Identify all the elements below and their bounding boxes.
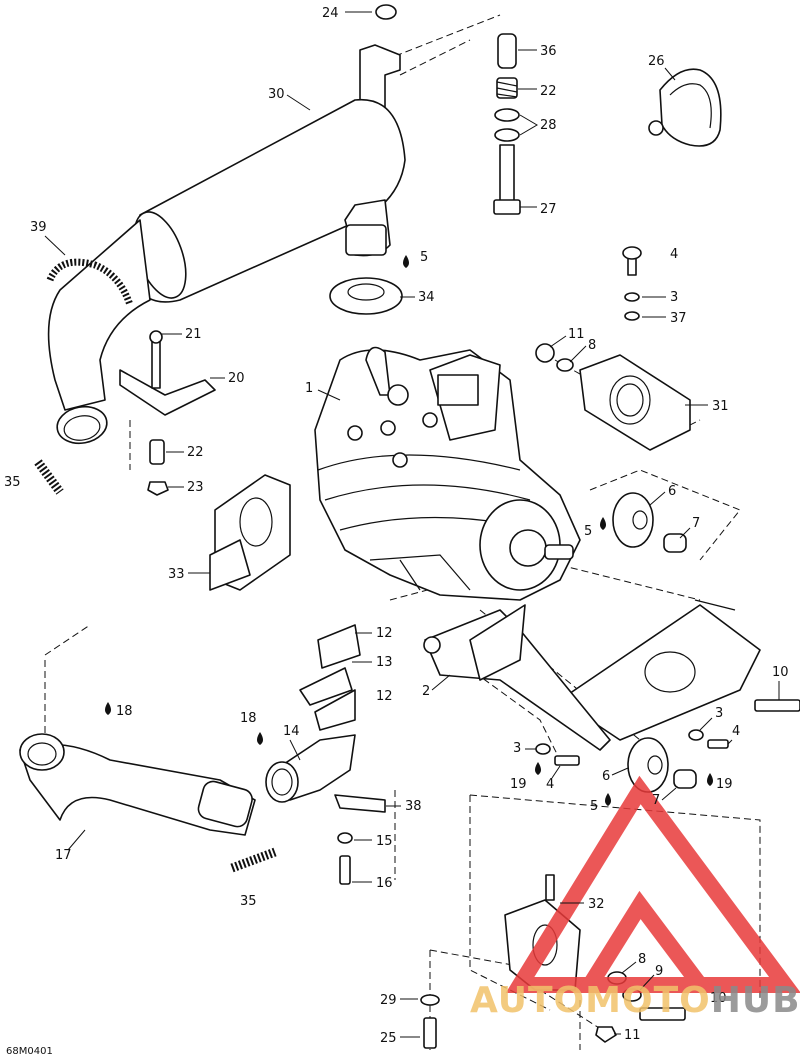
bracket-20 (119, 330, 216, 496)
callout-21: 21 (185, 327, 202, 342)
callout-14: 14 (283, 724, 300, 739)
callout-11-top: 11 (568, 327, 585, 342)
spring-39 (46, 258, 134, 307)
callout-22: 22 (540, 84, 557, 99)
callout-2: 2 (422, 684, 430, 699)
watermark-text: AUTOMOTOHUB (470, 980, 800, 1021)
callout-12-b: 12 (376, 689, 393, 704)
callout-28: 28 (540, 118, 557, 133)
bracket-38 (334, 794, 386, 885)
callout-32: 32 (588, 897, 605, 912)
callout-23: 23 (187, 480, 204, 495)
callout-16: 16 (376, 876, 393, 891)
lower-mount-hardware (535, 699, 800, 766)
callout-39: 39 (30, 220, 47, 235)
callout-29: 29 (380, 993, 397, 1008)
callout-4-top: 4 (670, 247, 678, 262)
callout-3-left: 3 (513, 741, 521, 756)
drawing-code: 68M0401 (6, 1046, 53, 1057)
callout-19-right: 19 (716, 777, 733, 792)
callout-3-right: 3 (715, 706, 723, 721)
callout-6-lower: 6 (602, 769, 610, 784)
callout-3-top: 3 (670, 290, 678, 305)
callout-20: 20 (228, 371, 245, 386)
callout-8-bottom: 8 (638, 952, 646, 967)
callout-22-left: 22 (187, 445, 204, 460)
hand-grip-26 (648, 68, 722, 147)
callout-6-top: 6 (668, 484, 676, 499)
watermark-text-part1: AUTOMOTO (470, 980, 711, 1021)
callout-17: 17 (55, 848, 72, 863)
spring-35-lower (230, 847, 277, 873)
callout-10-right: 10 (772, 665, 789, 680)
callout-18-left: 18 (116, 704, 133, 719)
callout-37: 37 (670, 311, 687, 326)
muffler (47, 44, 406, 445)
manifold-31 (535, 246, 691, 451)
callout-1: 1 (305, 381, 313, 396)
tuned-pipe-17 (19, 733, 256, 836)
callout-7-top: 7 (692, 516, 700, 531)
support-2 (423, 604, 611, 751)
support-plate (559, 599, 761, 741)
callouts: 24 36 22 28 27 26 30 39 5 34 4 3 37 21 2… (4, 6, 789, 1046)
callout-5-lower: 5 (590, 799, 598, 814)
callout-31: 31 (712, 399, 729, 414)
callout-7-lower: 7 (652, 793, 660, 808)
callout-34: 34 (418, 290, 435, 305)
callout-4-left: 4 (546, 777, 554, 792)
exhaust-pipe-14 (265, 734, 356, 803)
callout-8-top: 8 (588, 338, 596, 353)
callout-27: 27 (540, 202, 557, 217)
callout-24: 24 (322, 6, 339, 21)
callout-30: 30 (268, 87, 285, 102)
callout-36: 36 (540, 44, 557, 59)
plate-33 (209, 474, 291, 591)
callout-19-left: 19 (510, 777, 527, 792)
callout-25: 25 (380, 1031, 397, 1046)
callout-9: 9 (655, 964, 663, 979)
callout-11-bottom: 11 (624, 1028, 641, 1043)
watermark-text-part2: HUB (710, 980, 800, 1021)
callout-10-bottom: 10 (710, 991, 727, 1006)
gaskets-12-13 (299, 624, 361, 731)
callout-13: 13 (376, 655, 393, 670)
callout-5-top: 5 (420, 250, 428, 265)
callout-38: 38 (405, 799, 422, 814)
callout-12-a: 12 (376, 626, 393, 641)
mount-hardware-stack (375, 4, 521, 215)
callout-35-left: 35 (4, 475, 21, 490)
callout-15: 15 (376, 834, 393, 849)
rubber-mount-6-upper (612, 492, 687, 553)
engine (314, 346, 581, 601)
callout-26: 26 (648, 54, 665, 69)
grommet-34 (329, 277, 403, 315)
spring-35 (34, 459, 64, 495)
callout-35-lower: 35 (240, 894, 257, 909)
callout-5-mid: 5 (584, 524, 592, 539)
callout-33: 33 (168, 567, 185, 582)
callout-4-right: 4 (732, 724, 740, 739)
callout-18-mid: 18 (240, 711, 257, 726)
